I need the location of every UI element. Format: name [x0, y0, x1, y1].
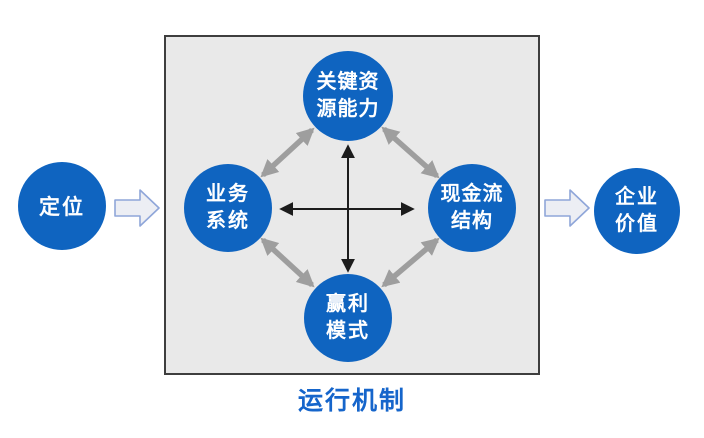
- block-arrow-shape: [544, 189, 590, 227]
- node-business-system: 业务 系统: [184, 164, 272, 252]
- node-key-resources: 关键资 源能力: [303, 51, 393, 141]
- node-business-system-label-line1: 业务: [206, 183, 250, 205]
- mechanism-label: 运行机制: [297, 387, 406, 415]
- node-enterprise-value-label-line1: 企业: [615, 186, 659, 208]
- node-profit-model-label-line2: 模式: [326, 320, 370, 342]
- node-positioning-label: 定位: [39, 196, 85, 219]
- node-enterprise-value-label-line2: 价值: [615, 213, 659, 235]
- node-positioning: 定位: [18, 162, 106, 250]
- node-profit-model: 赢利 模式: [304, 274, 392, 362]
- flow-arrow-right-icon: [544, 189, 590, 227]
- node-enterprise-value: 企业 价值: [594, 168, 680, 254]
- node-cash-flow-label-line1: 现金流: [440, 183, 504, 205]
- node-cash-flow-label-line2: 结构: [451, 210, 493, 232]
- flow-arrow-left-icon: [114, 189, 160, 227]
- node-cash-flow: 现金流 结构: [428, 164, 516, 252]
- block-arrow-shape: [114, 189, 160, 227]
- node-key-resources-label-line2: 源能力: [316, 98, 380, 120]
- node-profit-model-label-line1: 赢利: [326, 293, 370, 315]
- node-business-system-label-line2: 系统: [206, 210, 250, 232]
- node-key-resources-label-line1: 关键资: [316, 71, 380, 93]
